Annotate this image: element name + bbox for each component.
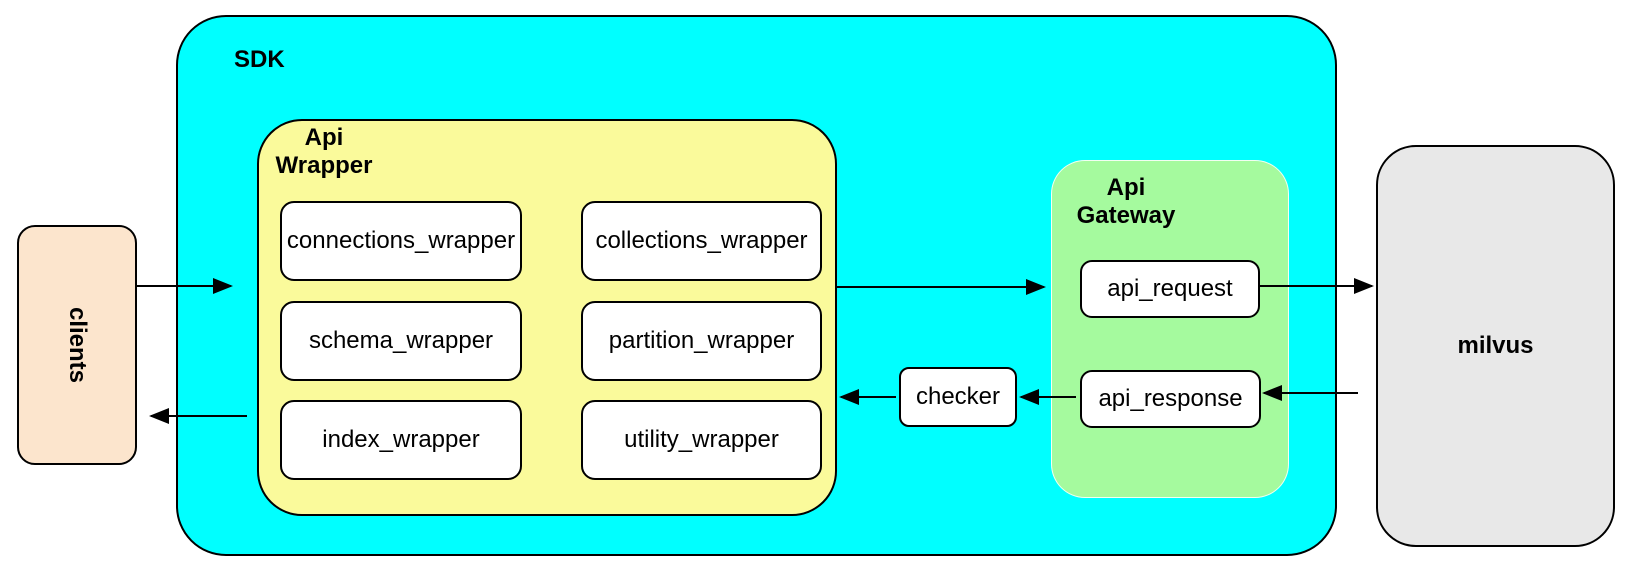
node-api-request: api_request	[1080, 260, 1260, 318]
api-gateway-container: Api Gateway api_request api_response	[1051, 160, 1289, 498]
checker-node: checker	[899, 367, 1017, 427]
sdk-container: SDK Api Wrapper connections_wrapper coll…	[176, 15, 1337, 556]
api-wrapper-container: Api Wrapper connections_wrapper collecti…	[257, 119, 837, 516]
clients-node: clients	[17, 225, 137, 465]
node-utility-wrapper: utility_wrapper	[581, 400, 822, 480]
node-partition-wrapper: partition_wrapper	[581, 301, 822, 381]
clients-label: clients	[64, 306, 91, 384]
node-schema-wrapper: schema_wrapper	[280, 301, 522, 381]
node-api-response: api_response	[1080, 370, 1261, 428]
milvus-node: milvus	[1376, 145, 1615, 547]
sdk-label: SDK	[234, 46, 285, 73]
api-gateway-label: Api Gateway	[1076, 174, 1176, 229]
api-wrapper-label: Api Wrapper	[275, 124, 373, 179]
node-index-wrapper: index_wrapper	[280, 400, 522, 480]
node-collections-wrapper: collections_wrapper	[581, 201, 822, 281]
milvus-label: milvus	[1457, 332, 1534, 359]
node-connections-wrapper: connections_wrapper	[280, 201, 522, 281]
